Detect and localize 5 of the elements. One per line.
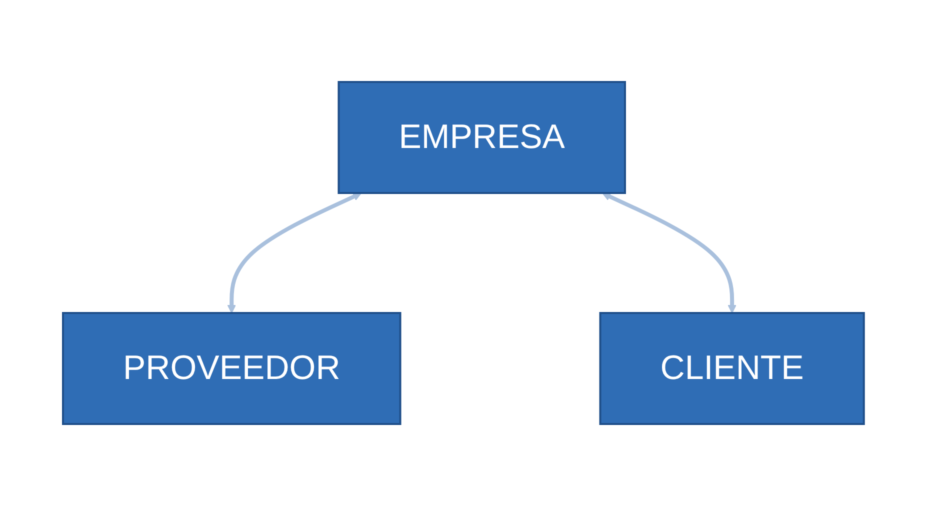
arrow [227,192,362,314]
node-box: EMPRESA [338,81,626,194]
node-box: PROVEEDOR [62,312,402,425]
node-box: CLIENTE [599,312,865,425]
arrow [602,192,737,314]
